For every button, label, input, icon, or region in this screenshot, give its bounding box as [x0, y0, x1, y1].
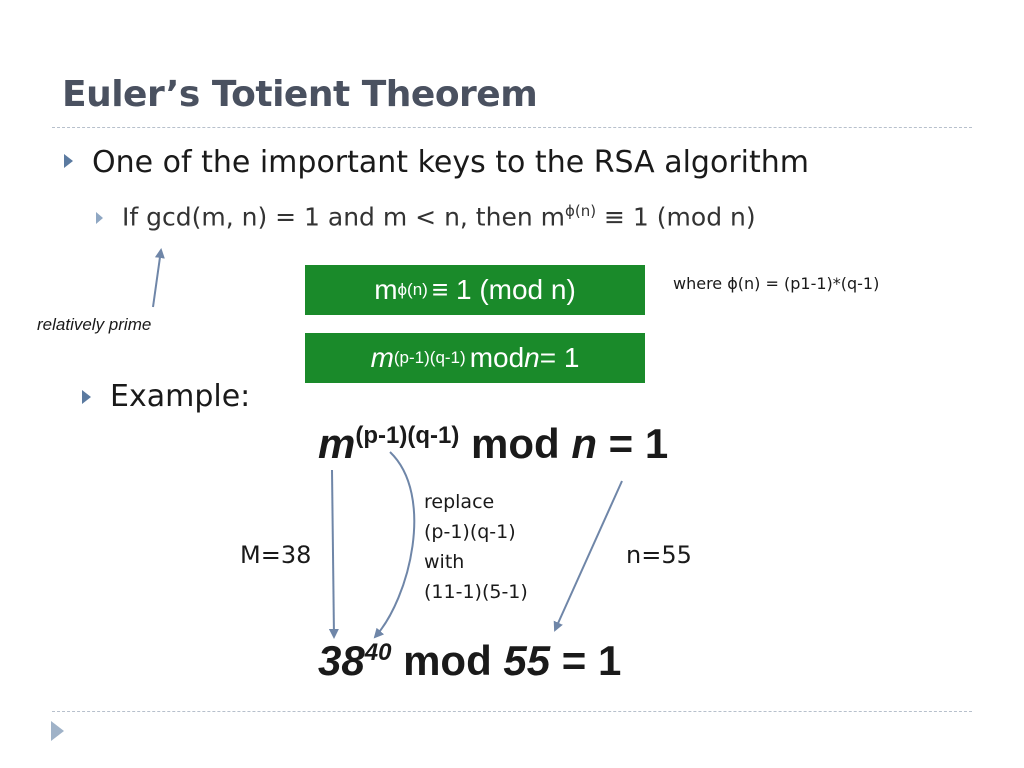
m-arrow [328, 469, 339, 639]
footer-divider [52, 711, 972, 712]
gcd-suffix: ≡ 1 (mod n) [596, 202, 756, 232]
sub-bullet-arrow-icon [96, 212, 103, 224]
formula-base: m [318, 420, 356, 467]
sub-bullet-gcd: If gcd(m, n) = 1 and m < n, then mϕ(n) ≡… [122, 202, 756, 231]
box2-base: m [370, 342, 394, 373]
formula-box-rsa: m(p-1)(q-1) mod n = 1 [305, 333, 645, 383]
gcd-exponent: ϕ(n) [564, 202, 597, 220]
formula-eq: = 1 [596, 420, 669, 467]
formula-n: n [571, 420, 597, 467]
box2-mod: mod [469, 342, 525, 373]
box2-eq: = 1 [539, 342, 580, 373]
box1-base: m [374, 274, 398, 305]
gcd-prefix: If gcd(m, n) = 1 and m < n, then m [122, 202, 565, 232]
result-mod: mod [391, 637, 504, 684]
relatively-prime-arrow [152, 248, 165, 308]
n-value: n=55 [626, 541, 692, 569]
result-base: 38 [318, 637, 365, 684]
bullet-arrow-icon [82, 390, 91, 404]
title-divider [52, 127, 972, 128]
replace-line: with [424, 551, 465, 573]
bullet-arrow-icon [64, 154, 73, 168]
example-formula: m(p-1)(q-1) mod n = 1 [318, 420, 668, 468]
example-label: Example: [110, 379, 251, 414]
relatively-prime-label: relatively prime [37, 315, 152, 334]
result-formula: 3840 mod 55 = 1 [318, 637, 621, 685]
box2-n: n [524, 342, 540, 373]
slide-nav-arrow-icon [51, 721, 64, 741]
box1-rest: ≡ 1 (mod n) [431, 274, 576, 305]
box2-exponent: (p-1)(q-1) [393, 348, 466, 367]
result-exponent: 40 [364, 639, 392, 666]
bullet-text-rsa: One of the important keys to the RSA alg… [92, 145, 809, 180]
where-note: where ϕ(n) = (p1-1)*(q-1) [673, 274, 880, 293]
box1-exponent: ϕ(n) [397, 280, 428, 299]
formula-exponent: (p-1)(q-1) [355, 422, 460, 449]
result-eq: = 1 [550, 637, 622, 684]
exponent-arrow [373, 451, 416, 639]
slide-title: Euler’s Totient Theorem [62, 74, 538, 115]
result-n: 55 [503, 637, 551, 684]
n-arrow [553, 480, 623, 632]
formula-mod: mod [459, 420, 572, 467]
replace-note: replace (p-1)(q-1) with (11-1)(5-1) [424, 487, 528, 607]
m-value: M=38 [240, 541, 312, 569]
replace-line: (11-1)(5-1) [424, 581, 528, 603]
replace-line: replace [424, 491, 495, 513]
replace-line: (p-1)(q-1) [424, 521, 516, 543]
